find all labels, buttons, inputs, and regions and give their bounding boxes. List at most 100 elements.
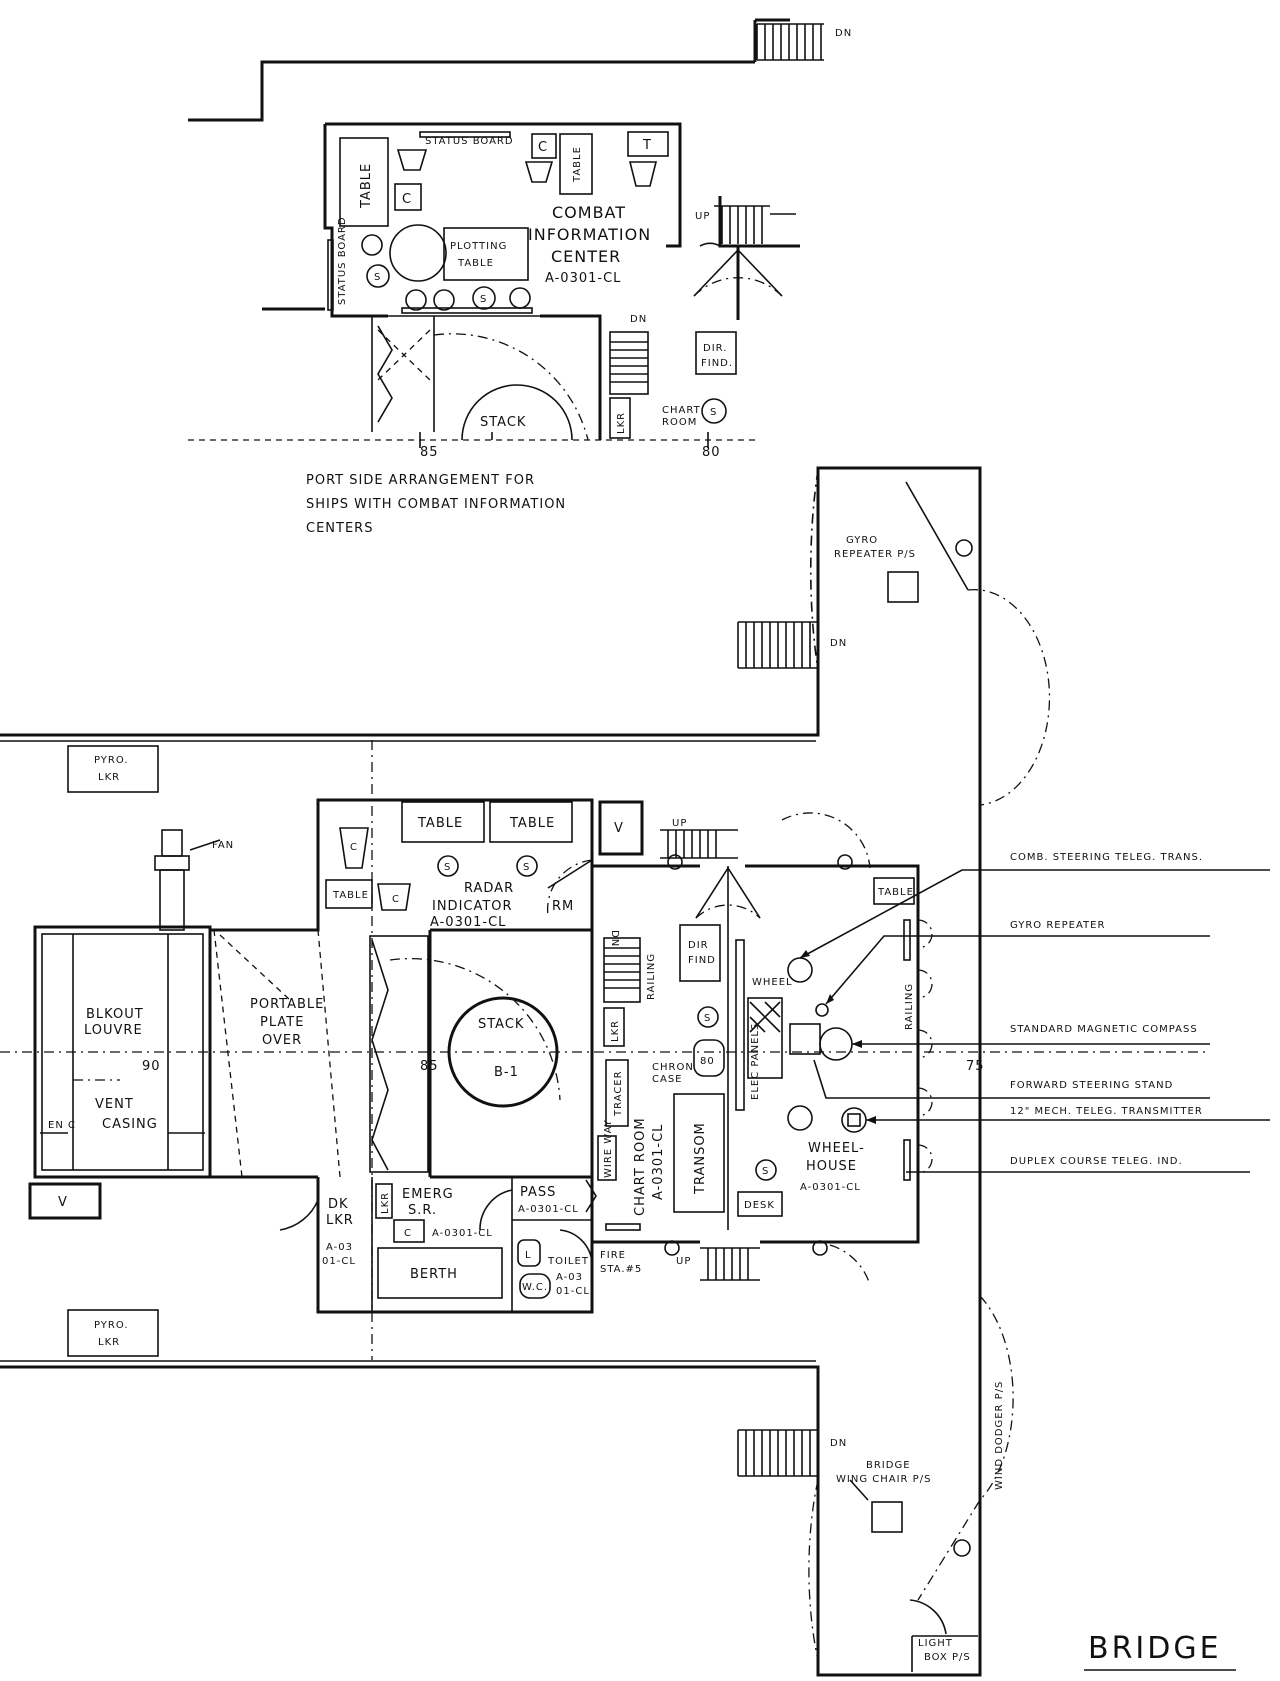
vent-line1: VENT (95, 1097, 134, 1112)
cic-name-line2: INFORMATION (528, 225, 651, 244)
toilet-line2: A-03 (556, 1272, 583, 1283)
tracer (605, 1059, 629, 1127)
berth (377, 1247, 503, 1299)
wh-line3: A-0301-CL (800, 1182, 861, 1193)
en-c-label: EN C (48, 1120, 76, 1131)
pass-line2: A-0301-CL (518, 1204, 579, 1215)
chron-line2: CASE (652, 1074, 683, 1085)
cic-table-left-label: TABLE (359, 163, 374, 209)
v-box-left-label: V (58, 1195, 68, 1210)
chart-stool (697, 1006, 719, 1028)
bridge-wing-chair (871, 1501, 903, 1533)
light-box-line2: BOX P/S (924, 1652, 971, 1663)
cic-up-label: UP (695, 211, 710, 222)
status-board-top-label: STATUS BOARD (425, 136, 514, 147)
caption-line1: PORT SIDE ARRANGEMENT FOR (306, 473, 535, 488)
cic-chartroom-s (701, 398, 727, 424)
desk-label: DESK (744, 1200, 775, 1211)
cic-frame-80: 80 (702, 445, 721, 460)
radar-line2: INDICATOR (432, 899, 513, 914)
cic-stool-d (509, 287, 531, 309)
status-board-top (419, 131, 511, 138)
callout-mech-teleg: 12" MECH. TELEG. TRANSMITTER (1010, 1106, 1203, 1117)
radar-line1: RADAR (464, 881, 514, 896)
emerg-lkr (375, 1183, 393, 1219)
fire-sta-line1: FIRE (600, 1250, 626, 1261)
pyro-lkr-top (67, 745, 159, 793)
radar-seat-c: C (350, 842, 358, 853)
emerg-lkr-label: LKR (380, 1192, 391, 1214)
lower-up-label: UP (676, 1256, 691, 1267)
chart-stair-dn (603, 937, 641, 1003)
dk-lkr-line3: A-03 (326, 1242, 353, 1253)
radar-table-1 (401, 801, 485, 843)
chron-frame-80: 80 (700, 1056, 715, 1067)
emerg-line2: S.R. (408, 1203, 437, 1218)
cic-s-label-2: S (480, 294, 487, 305)
vent-line2: CASING (102, 1117, 158, 1132)
leader-gyro-repeater (825, 935, 1210, 1005)
dk-lkr-line4: 01-CL (322, 1256, 356, 1267)
callout-gyro-repeater: GYRO REPEATER (1010, 920, 1105, 931)
elec-panels (735, 939, 745, 1111)
cic-stack-label: STACK (480, 415, 526, 430)
cic-chartroom-stair (609, 331, 649, 395)
cic-name-line1: COMBAT (552, 203, 626, 222)
chart-up-label: UP (672, 818, 687, 829)
portable-line1: PORTABLE (250, 997, 324, 1012)
cic-stair-dn: DN (630, 314, 647, 325)
blkout-line2: LOUVRE (84, 1023, 143, 1038)
gyro-rep-line1: GYRO (846, 535, 878, 546)
dn-label-top: DN (835, 28, 852, 39)
transom-label: TRANSOM (693, 1122, 708, 1195)
elec-panels-label: ELEC PANELS (750, 1023, 761, 1100)
emerg-chair-c: C (404, 1228, 412, 1239)
emerg-chair (393, 1219, 425, 1243)
leader-fwd-steering (813, 1059, 1210, 1099)
pyro-lkr-bottom-line1: PYRO. (94, 1320, 129, 1331)
cic-seat-3 (628, 161, 658, 187)
fan: FAN (154, 829, 233, 931)
cic-frame-85: 85 (420, 445, 439, 460)
wire-way-label: WIRE WAY (603, 1119, 614, 1178)
radar-stool-2 (516, 855, 538, 877)
cic-stool-b (405, 289, 427, 311)
chart-lkr-label: LKR (610, 1020, 621, 1042)
status-board-side (327, 239, 334, 311)
bridge-plan: DN GYRO REPEATER P/S PYRO. LKR PYRO. LKR… (0, 466, 1270, 1677)
gyro-repeater-stbd (953, 1539, 971, 1557)
lavatory (517, 1239, 541, 1267)
radar-table-1-label: TABLE (417, 816, 463, 831)
stack-line1: STACK (478, 1017, 524, 1032)
toilet-line3: 01-CL (556, 1286, 590, 1297)
fire-sta-line2: STA.#5 (600, 1264, 642, 1275)
plan-title: BRIDGE (1088, 1631, 1222, 1666)
radar-chair-c: C (392, 894, 400, 905)
radar-stool-1-s: S (444, 862, 451, 873)
cic-t-label: T (642, 138, 652, 153)
light-box-line1: LIGHT (918, 1638, 953, 1649)
cic-chair-c1-label: C (402, 192, 412, 207)
railing-label-chart: RAILING (646, 953, 657, 1000)
cic-dir-find-line2: FIND. (701, 358, 733, 369)
cic-seat-1 (396, 149, 428, 171)
cic-arrangement: DN STATUS BOARD STATUS BOARD TABLE TABLE… (188, 18, 852, 536)
wh-table (873, 877, 915, 905)
chart-dir-find (679, 924, 721, 982)
wh-line1: WHEEL- (808, 1141, 865, 1156)
water-closet (519, 1273, 551, 1299)
stair-top-right: DN (756, 23, 852, 61)
cic-s-label-1: S (374, 272, 381, 283)
callout-compass: STANDARD MAGNETIC COMPASS (1010, 1024, 1198, 1035)
bridge-wing-line2: WING CHAIR P/S (836, 1474, 931, 1485)
frame-75: 75 (966, 1059, 985, 1074)
chart-room-line1: CHART ROOM (633, 1117, 648, 1216)
cic-table-mid-label: TABLE (572, 146, 583, 183)
dk-lkr-line1: DK (328, 1197, 349, 1212)
cic-chart-room-line2: ROOM (662, 417, 697, 428)
cic-stool-c (433, 289, 455, 311)
cic-stair-up: UP (695, 196, 800, 248)
radar-line3: A-0301-CL (430, 915, 506, 930)
tracer-label: TRACER (613, 1070, 624, 1117)
